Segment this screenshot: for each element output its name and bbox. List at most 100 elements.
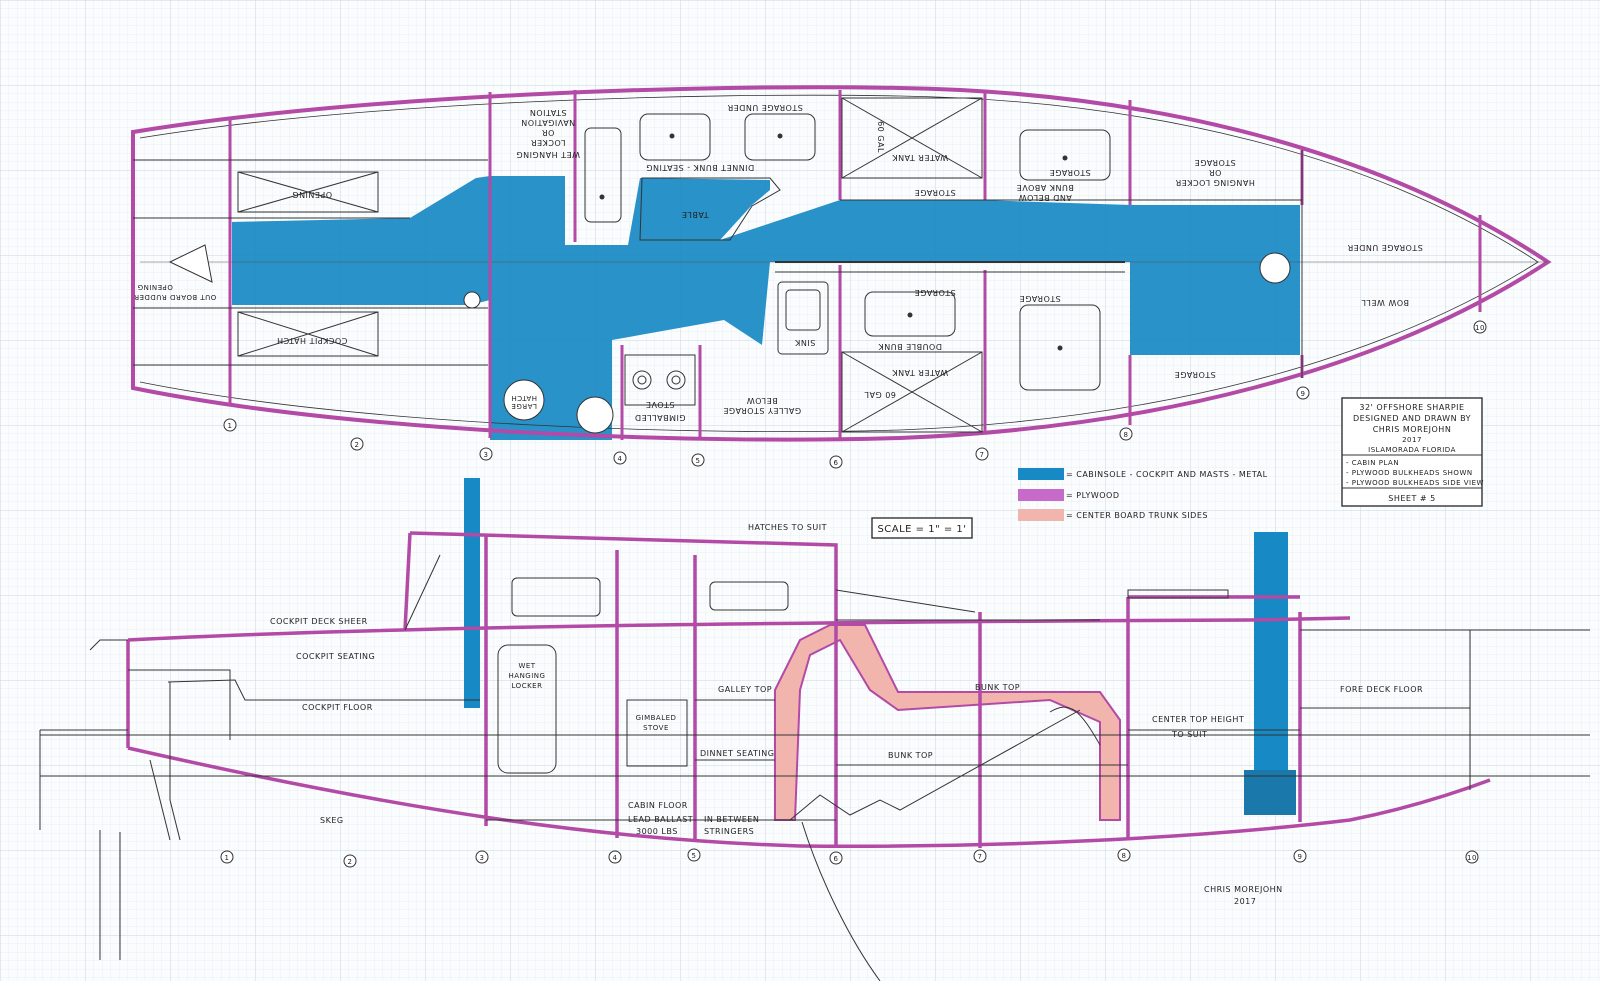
profile-station-markers: [220, 848, 1479, 868]
label-opening-top: OPENING: [292, 190, 332, 199]
label-storage-under-fwd: STORAGE UNDER: [1347, 243, 1423, 252]
plan-station-6: 6: [834, 459, 839, 467]
title-block: 32' OFFSHORE SHARPIE DESIGNED AND DRAWN …: [1341, 397, 1484, 507]
label-galley-storage-2: BELOW: [746, 396, 777, 405]
label-bunk-above-2: AND BELOW: [1018, 193, 1072, 202]
label-wet-hanging-3: OR: [542, 128, 555, 137]
plan-station-2: 2: [355, 441, 360, 449]
profile-station-9: 9: [1298, 853, 1303, 861]
profile-detail-lines: [39, 554, 1590, 981]
legend-swatch-plywood: [1018, 489, 1064, 501]
plan-station-5: 5: [696, 457, 701, 465]
plan-station-9: 9: [1301, 390, 1306, 398]
label-lead-ballast-1: LEAD BALLAST: [628, 815, 693, 824]
head-circle: [576, 396, 614, 434]
plan-station-7: 7: [980, 451, 985, 459]
label-large-hatch-1: LARGE: [511, 402, 537, 410]
cabin-sole-metal-fill: [232, 176, 1300, 440]
label-storage-bottom: STORAGE: [1019, 294, 1061, 303]
profile-station-5: 5: [692, 852, 697, 860]
label-storage-bunk-2: STORAGE: [914, 288, 956, 297]
label-bow-well: BOW WELL: [1361, 298, 1409, 307]
profile-view: HATCHES TO SUIT COCKPIT DECK SHEER COCKP…: [39, 478, 1590, 981]
profile-station-3: 3: [480, 854, 485, 862]
sheet-number: SHEET # 5: [1388, 494, 1435, 503]
label-center-top-2: TO SUIT: [1171, 730, 1207, 739]
title-line-1: 32' OFFSHORE SHARPIE: [1359, 403, 1464, 412]
title-line-4: 2017: [1402, 436, 1422, 444]
label-storage-top: STORAGE: [914, 188, 956, 197]
label-wet-hanging-1: WET HANGING: [516, 150, 580, 159]
profile-station-4: 4: [613, 854, 618, 862]
legend-label-metal: = CABINSOLE - COCKPIT AND MASTS - METAL: [1066, 470, 1268, 479]
plan-station-numbers: 1 2 3 4 5 6 7 8 9 10: [228, 324, 1485, 467]
plan-station-10: 10: [1475, 324, 1485, 332]
title-line-2: DESIGNED AND DRAWN BY: [1353, 414, 1471, 423]
signature-year: 2017: [1234, 897, 1256, 906]
label-bunk-top: BUNK TOP: [975, 683, 1020, 692]
label-cockpit-floor: COCKPIT FLOOR: [302, 703, 373, 712]
plan-station-1: 1: [228, 422, 233, 430]
label-dinnet-seating: DINNET SEATING: [700, 749, 774, 758]
label-water-tank-bottom: WATER TANK: [892, 368, 949, 377]
label-table: TABLE: [681, 210, 709, 219]
profile-station-8: 8: [1122, 852, 1127, 860]
label-wet-3: LOCKER: [512, 682, 543, 690]
plan-station-markers: [223, 320, 1487, 469]
scale-label: SCALE = 1" = 1': [877, 524, 966, 535]
label-cockpit-seating: COCKPIT SEATING: [296, 652, 375, 661]
label-galley-top: GALLEY TOP: [718, 685, 772, 694]
cockpit-drain: [463, 291, 481, 309]
label-hanging-locker-1: HANGING LOCKER: [1175, 178, 1255, 187]
plan-station-3: 3: [484, 451, 489, 459]
title-line-5: ISLAMORADA FLORIDA: [1368, 446, 1456, 454]
label-opening-rudder: OPENING: [137, 283, 173, 291]
large-hatch-circle: [503, 379, 545, 421]
label-in-between-1: IN BETWEEN: [704, 815, 759, 824]
profile-station-7: 7: [978, 853, 983, 861]
label-center-top-1: CENTER TOP HEIGHT: [1152, 715, 1244, 724]
title-note-1: - CABIN PLAN: [1346, 459, 1399, 467]
plan-furniture: [133, 97, 1303, 433]
label-cockpit-deck-sheer: COCKPIT DECK SHEER: [270, 617, 368, 626]
label-out-board-rudder: OUT BOARD RUDDER: [134, 293, 217, 301]
plan-station-4: 4: [618, 455, 623, 463]
profile-station-10: 10: [1467, 854, 1477, 862]
label-dinnet-bunk: DINNET BUNK - SEATING: [646, 163, 754, 172]
label-hanging-locker-2: OR: [1209, 168, 1222, 177]
label-double-bunk: DOUBLE BUNK: [878, 342, 942, 351]
mast-step: [1244, 770, 1296, 815]
scale-box: [871, 517, 973, 539]
label-wet-hanging-4: NAVIGATION: [521, 118, 575, 127]
label-hanging-locker-3: STORAGE: [1194, 158, 1236, 167]
label-gimballed-2: STOVE: [645, 400, 674, 409]
profile-hull-lines: [126, 531, 1491, 849]
label-lead-ballast-2: 3000 LBS: [636, 827, 678, 836]
label-fore-deck-floor: FORE DECK FLOOR: [1340, 685, 1423, 694]
label-in-between-2: STRINGERS: [704, 827, 754, 836]
label-storage-under: STORAGE UNDER: [727, 103, 803, 112]
label-60-gal-top: 60 GAL: [876, 121, 885, 153]
title-note-3: - PLYWOOD BULKHEADS SIDE VIEW: [1346, 479, 1484, 487]
legend-label-plywood: = PLYWOOD: [1066, 491, 1120, 500]
label-storage-bunk: STORAGE: [1049, 168, 1091, 177]
label-gimbaled-2: STOVE: [643, 724, 669, 732]
signature: CHRIS MOREJOHN 2017: [1204, 885, 1283, 906]
bow-well-hatch: [1259, 252, 1291, 284]
forward-mast: [1254, 532, 1288, 814]
label-galley-storage-1: GALLEY STORAGE: [723, 406, 801, 415]
label-wet-hanging-2: LOCKER: [531, 138, 566, 147]
plan-station-8: 8: [1124, 431, 1129, 439]
label-sink: SINK: [794, 338, 815, 347]
cabin-plan-view: STORAGE UNDER WET HANGING LOCKER OR NAVI…: [131, 85, 1552, 469]
plan-labels: STORAGE UNDER WET HANGING LOCKER OR NAVI…: [134, 103, 1423, 422]
rudder-opening: [168, 244, 213, 283]
profile-station-1: 1: [225, 854, 230, 862]
label-storage-fwd-bottom: STORAGE: [1174, 370, 1216, 379]
signature-name: CHRIS MOREJOHN: [1204, 885, 1283, 894]
label-60-gal-bottom: 60 GAL: [864, 390, 896, 399]
label-cabin-floor: CABIN FLOOR: [628, 801, 688, 810]
label-gimbaled-1: GIMBALED: [636, 714, 677, 722]
title-line-3: CHRIS MOREJOHN: [1373, 425, 1452, 434]
